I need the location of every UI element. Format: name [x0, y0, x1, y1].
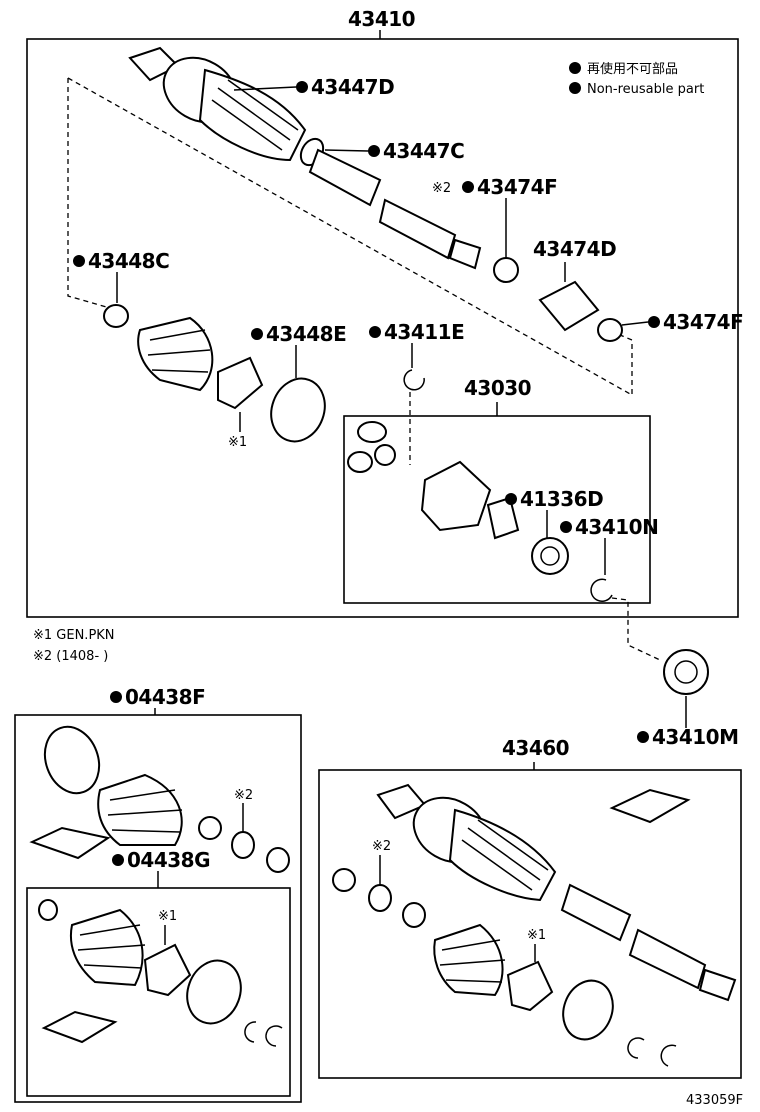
damper-43474D [538, 280, 600, 332]
legend-jp: 再使用不可部品 [587, 61, 678, 77]
legend-bullet-icon [569, 62, 581, 74]
label-04438F[interactable]: 04438F [125, 685, 206, 709]
non-reusable-bullet-icon [505, 493, 517, 505]
label-04438G[interactable]: 04438G [127, 848, 211, 872]
non-reusable-bullet-icon [112, 854, 124, 866]
non-reusable-bullet-icon [648, 316, 660, 328]
label-43411E[interactable]: 43411E [384, 320, 465, 344]
label-43474D[interactable]: 43474D [533, 237, 617, 261]
snap-ring-43411E [403, 369, 425, 391]
snap-ring-43410N [590, 578, 613, 602]
kit-04438G-parts [38, 899, 283, 1047]
label-43448E[interactable]: 43448E [266, 322, 347, 346]
dashed-guide [67, 78, 111, 309]
clamp-43448E [270, 377, 326, 443]
kit-04438F-frame [14, 714, 302, 1103]
clamp-43474F-right [597, 318, 623, 342]
clamp-43474F [493, 257, 519, 283]
label-43448C[interactable]: 43448C [88, 249, 170, 273]
mark-1: ※1 [527, 928, 546, 943]
kit-04438F-parts [29, 725, 290, 873]
reference-code: 433059F [686, 1093, 743, 1108]
label-43447D[interactable]: 43447D [311, 75, 395, 99]
drive-shaft-drawing [128, 46, 482, 270]
non-reusable-bullet-icon [368, 145, 380, 157]
legend-en: Non-reusable part [587, 82, 704, 97]
non-reusable-bullet-icon [73, 255, 85, 267]
mark-1: ※1 [228, 435, 247, 450]
non-reusable-bullet-icon [369, 326, 381, 338]
non-reusable-bullet-icon [296, 81, 308, 93]
subassembly-43030-frame [343, 415, 651, 604]
label-43447C[interactable]: 43447C [383, 139, 465, 163]
label-41336D[interactable]: 41336D [520, 487, 604, 511]
label-43410N[interactable]: 43410N [575, 515, 659, 539]
legend-bullet-icon [569, 82, 581, 94]
label-43410[interactable]: 43410 [348, 7, 416, 31]
assembly-43460-frame [318, 769, 742, 1079]
note-1: ※1 GEN.PKN [33, 628, 115, 643]
non-reusable-bullet-icon [560, 521, 572, 533]
seal-41336D [531, 537, 569, 575]
mark-2: ※2 [432, 181, 451, 196]
label-43410M[interactable]: 43410M [652, 725, 739, 749]
label-43474F-right[interactable]: 43474F [663, 310, 744, 334]
inboard-joint-drawing [347, 421, 520, 540]
non-reusable-bullet-icon [251, 328, 263, 340]
assembly-43410-frame [26, 38, 739, 618]
mark-1: ※1 [158, 909, 177, 924]
label-43460[interactable]: 43460 [502, 736, 570, 760]
clamp-43448C [103, 304, 129, 328]
mark-2: ※2 [372, 839, 391, 854]
outboard-boot-drawing [137, 316, 214, 392]
mark-2: ※2 [234, 788, 253, 803]
note-2: ※2 (1408- ) [33, 649, 108, 664]
label-43030[interactable]: 43030 [464, 376, 532, 400]
non-reusable-bullet-icon [462, 181, 474, 193]
label-43474F-upper[interactable]: 43474F [477, 175, 558, 199]
non-reusable-bullet-icon [110, 691, 122, 703]
non-reusable-bullet-icon [637, 731, 649, 743]
shaft-43460-drawing [332, 783, 737, 1067]
bearing-43410M [663, 649, 709, 695]
bearing-cage [217, 356, 264, 410]
kit-04438G-frame [26, 887, 291, 1097]
